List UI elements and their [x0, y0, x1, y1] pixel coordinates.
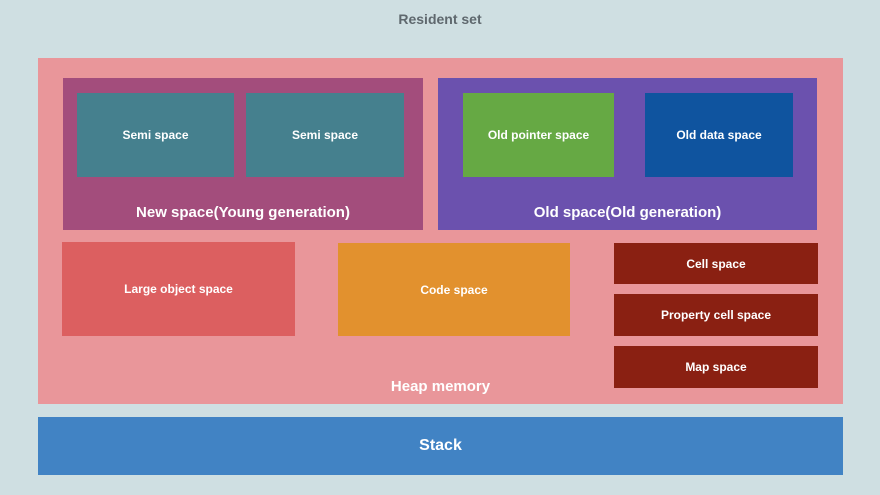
stack-label: Stack [419, 437, 462, 454]
property-cell-space-box: Property cell space [614, 294, 818, 336]
code-space-box: Code space [338, 243, 570, 336]
old-space-region: Old pointer space Old data space Old spa… [438, 78, 817, 230]
new-space-label: New space(Young generation) [136, 204, 350, 221]
diagram-title: Resident set [398, 11, 482, 27]
heap-memory-label: Heap memory [390, 378, 491, 395]
old-space-label: Old space(Old generation) [533, 204, 722, 221]
old-data-space-box: Old data space [645, 93, 793, 177]
map-space-box: Map space [614, 346, 818, 388]
new-space-region: Semi space Semi space New space(Young ge… [63, 78, 423, 230]
stack-bar: Stack [38, 417, 843, 475]
old-pointer-space-box: Old pointer space [463, 93, 614, 177]
cell-space-box: Cell space [614, 243, 818, 284]
large-object-space-box: Large object space [62, 242, 295, 336]
semi-space-box: Semi space [246, 93, 404, 177]
heap-memory-region: Semi space Semi space New space(Young ge… [38, 58, 843, 404]
semi-space-box: Semi space [77, 93, 234, 177]
